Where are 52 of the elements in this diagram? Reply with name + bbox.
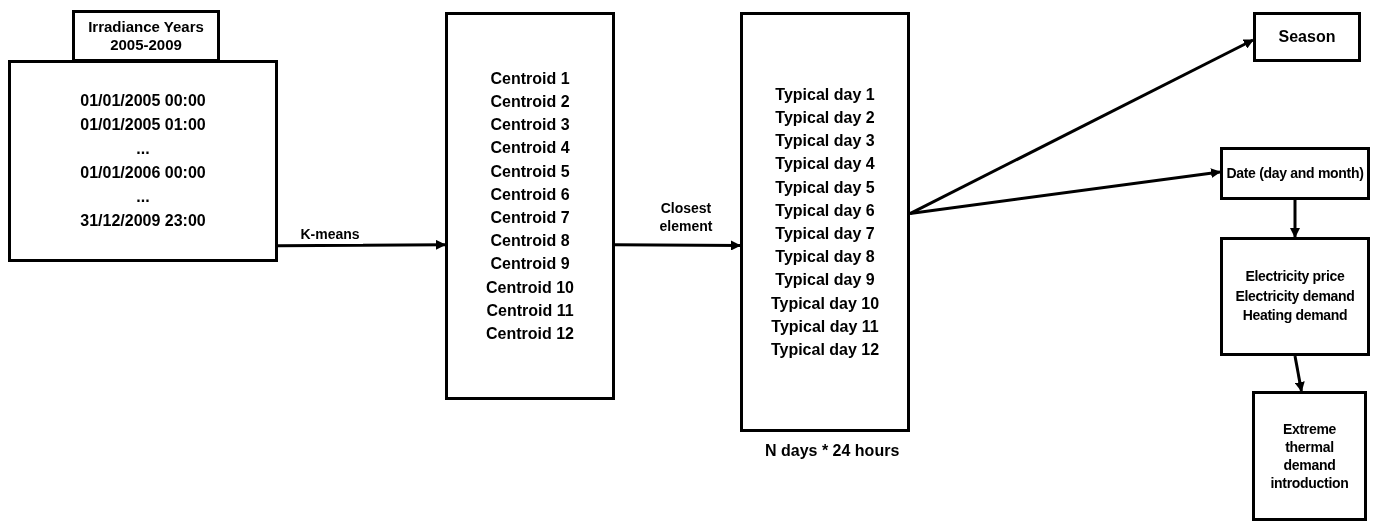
box-text: Centroid 12: [486, 323, 574, 344]
arrow: [278, 239, 446, 250]
box-text: ...: [136, 139, 150, 159]
box-text: Centroid 11: [486, 300, 574, 321]
box-text: Electricity price: [1245, 267, 1345, 287]
demand-box: [1220, 237, 1370, 356]
box-text: Typical day 7: [775, 224, 875, 244]
box-text: Typical day 12: [770, 339, 880, 360]
box-text: 01/01/2005 01:00: [80, 115, 206, 135]
arrow: [1293, 355, 1305, 392]
box-text: Typical day 10: [770, 293, 880, 314]
arrow: [615, 240, 741, 251]
box-text: Centroid 2: [490, 92, 570, 113]
box-text: 01/01/2005 00:00: [80, 91, 206, 111]
box-text: Typical day 6: [775, 200, 875, 221]
box-text: Typical day 1: [775, 84, 875, 105]
data-box: [8, 60, 278, 262]
box-text: 01/01/2006 00:00: [80, 163, 206, 183]
caption-text: N days * 24 hours: [765, 442, 900, 460]
box-text: Centroid 3: [490, 115, 570, 136]
box-text: Centroid 4: [490, 138, 570, 159]
box-text: Typical day 2: [775, 108, 875, 129]
typical-day-box: [740, 12, 910, 432]
box-text: Centroid 9: [490, 254, 570, 275]
box-text: Typical day 11: [771, 316, 879, 337]
box-text: Extreme thermal demand introduction: [1269, 419, 1350, 493]
box-text: Heating demand: [1242, 306, 1348, 326]
arrow: [909, 168, 1221, 216]
box-text: Centroid 10: [486, 277, 574, 298]
result-box: [1253, 12, 1361, 62]
box-text: Typical day 8: [775, 247, 875, 268]
header-box: [72, 10, 220, 62]
result-box: [1220, 147, 1370, 200]
box-text: Centroid 6: [490, 184, 570, 205]
box-text: 31/12/2009 23:00: [80, 211, 206, 231]
box-text: Irradiance Years 2005-2009: [87, 18, 205, 54]
box-text: Date (day and month): [1226, 165, 1364, 182]
arrow: [1290, 200, 1300, 238]
box-text: Centroid 5: [490, 161, 570, 182]
box-text: Season: [1278, 27, 1336, 47]
process-box: [1252, 391, 1367, 521]
box-text: Electricity demand: [1235, 286, 1355, 306]
box-text: Centroid 8: [490, 231, 570, 252]
box-text: Typical day 4: [775, 154, 875, 175]
arrow: [909, 38, 1254, 215]
box-text: Typical day 5: [775, 177, 875, 198]
box-text: Centroid 1: [490, 68, 570, 89]
box-text: Centroid 7: [490, 208, 570, 228]
box-text: ...: [136, 187, 150, 207]
box-text: Typical day 9: [775, 270, 875, 291]
box-text: Typical day 3: [775, 131, 875, 152]
centroid-box: [445, 12, 615, 400]
